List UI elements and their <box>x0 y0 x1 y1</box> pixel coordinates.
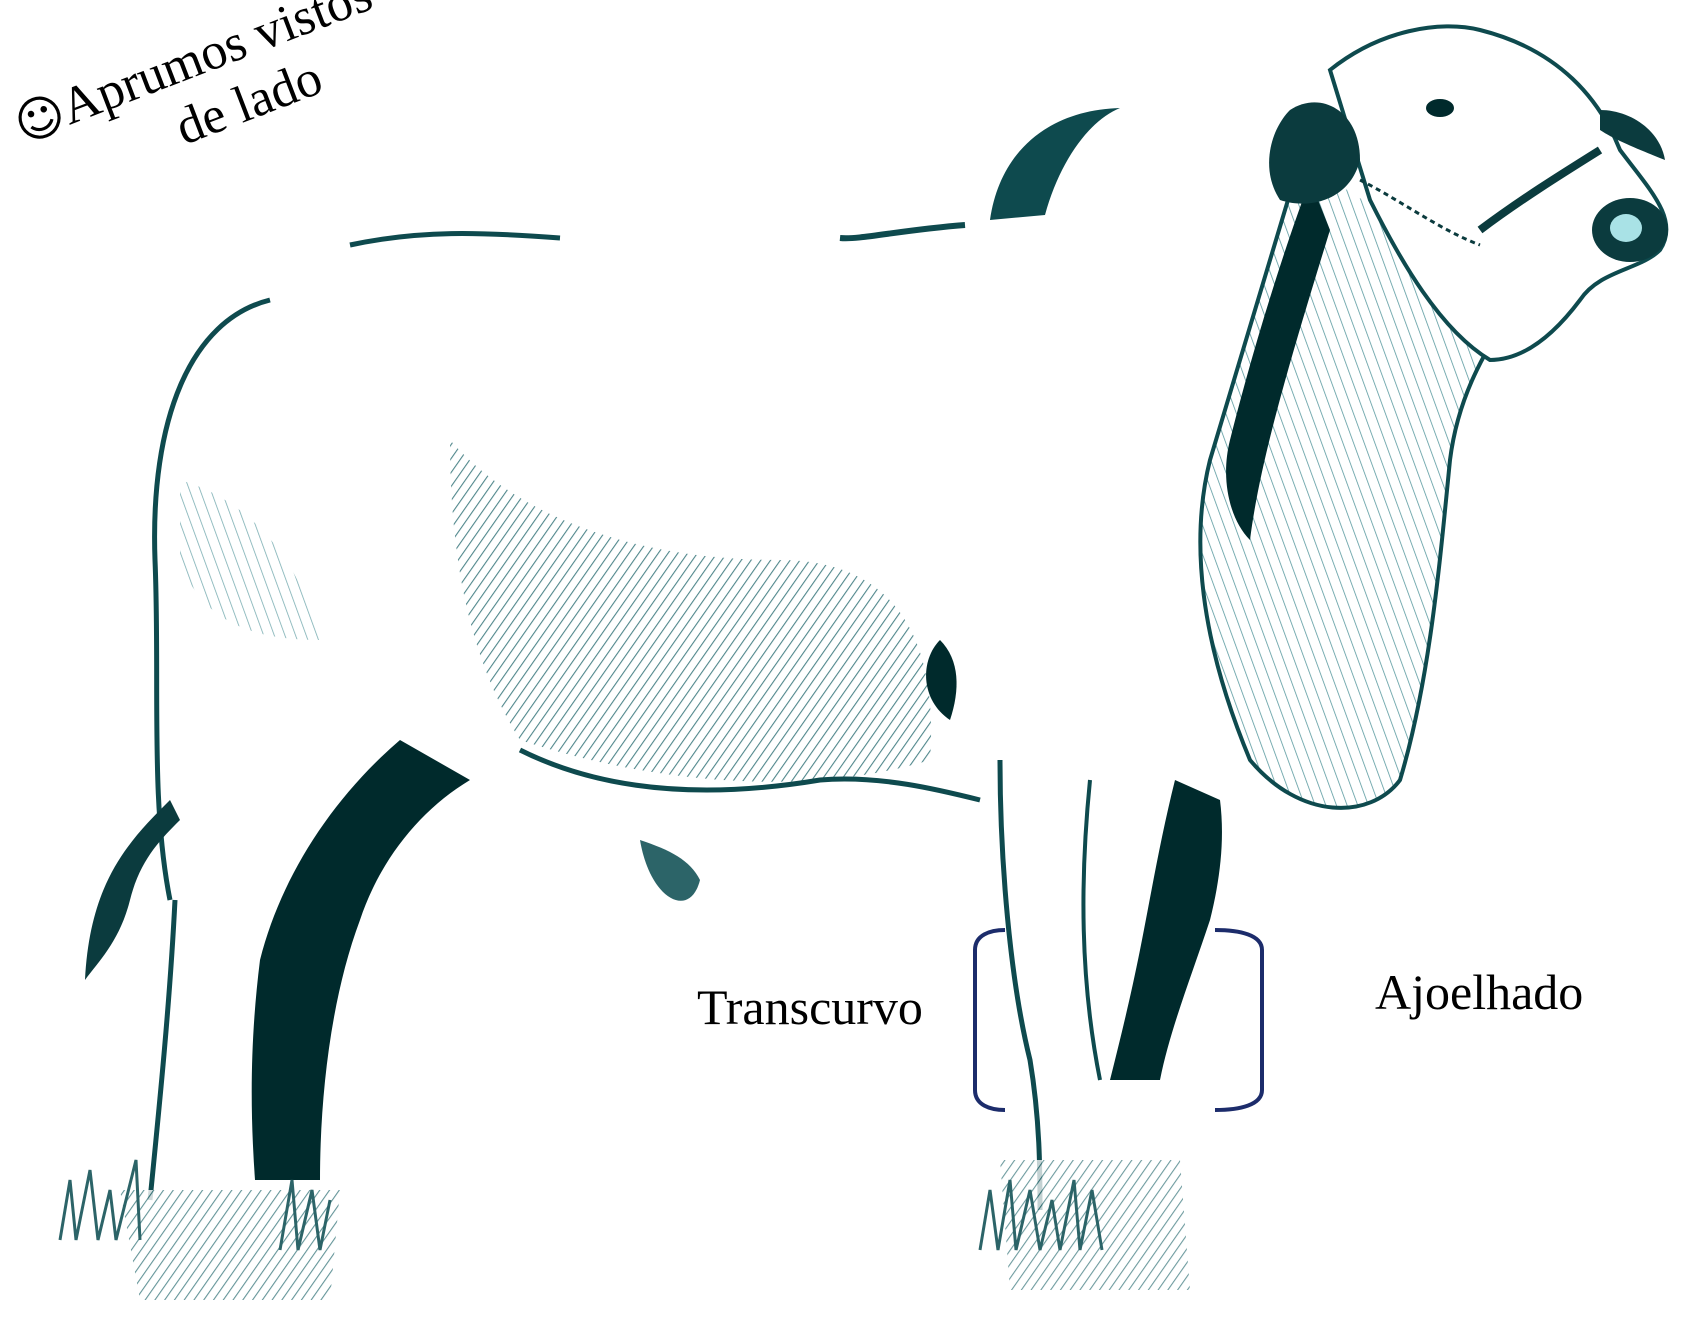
front-hooves <box>1000 1160 1190 1290</box>
sheath <box>640 840 700 901</box>
barrel-shading <box>450 440 931 782</box>
label-ajoelhado: Ajoelhado <box>1375 963 1583 1021</box>
hind-leg-inner <box>252 740 470 1180</box>
shoulder-dark <box>926 640 957 720</box>
hump-outline <box>990 108 1120 220</box>
eye <box>1426 99 1454 117</box>
hind-leg-outer <box>150 900 175 1200</box>
left-bracket <box>975 930 1005 1110</box>
back-outline <box>350 234 560 245</box>
front-leg-far <box>1110 780 1222 1080</box>
label-transcurvo: Transcurvo <box>697 978 923 1036</box>
front-leg-near <box>1000 760 1040 1210</box>
right-bracket <box>1215 930 1262 1110</box>
